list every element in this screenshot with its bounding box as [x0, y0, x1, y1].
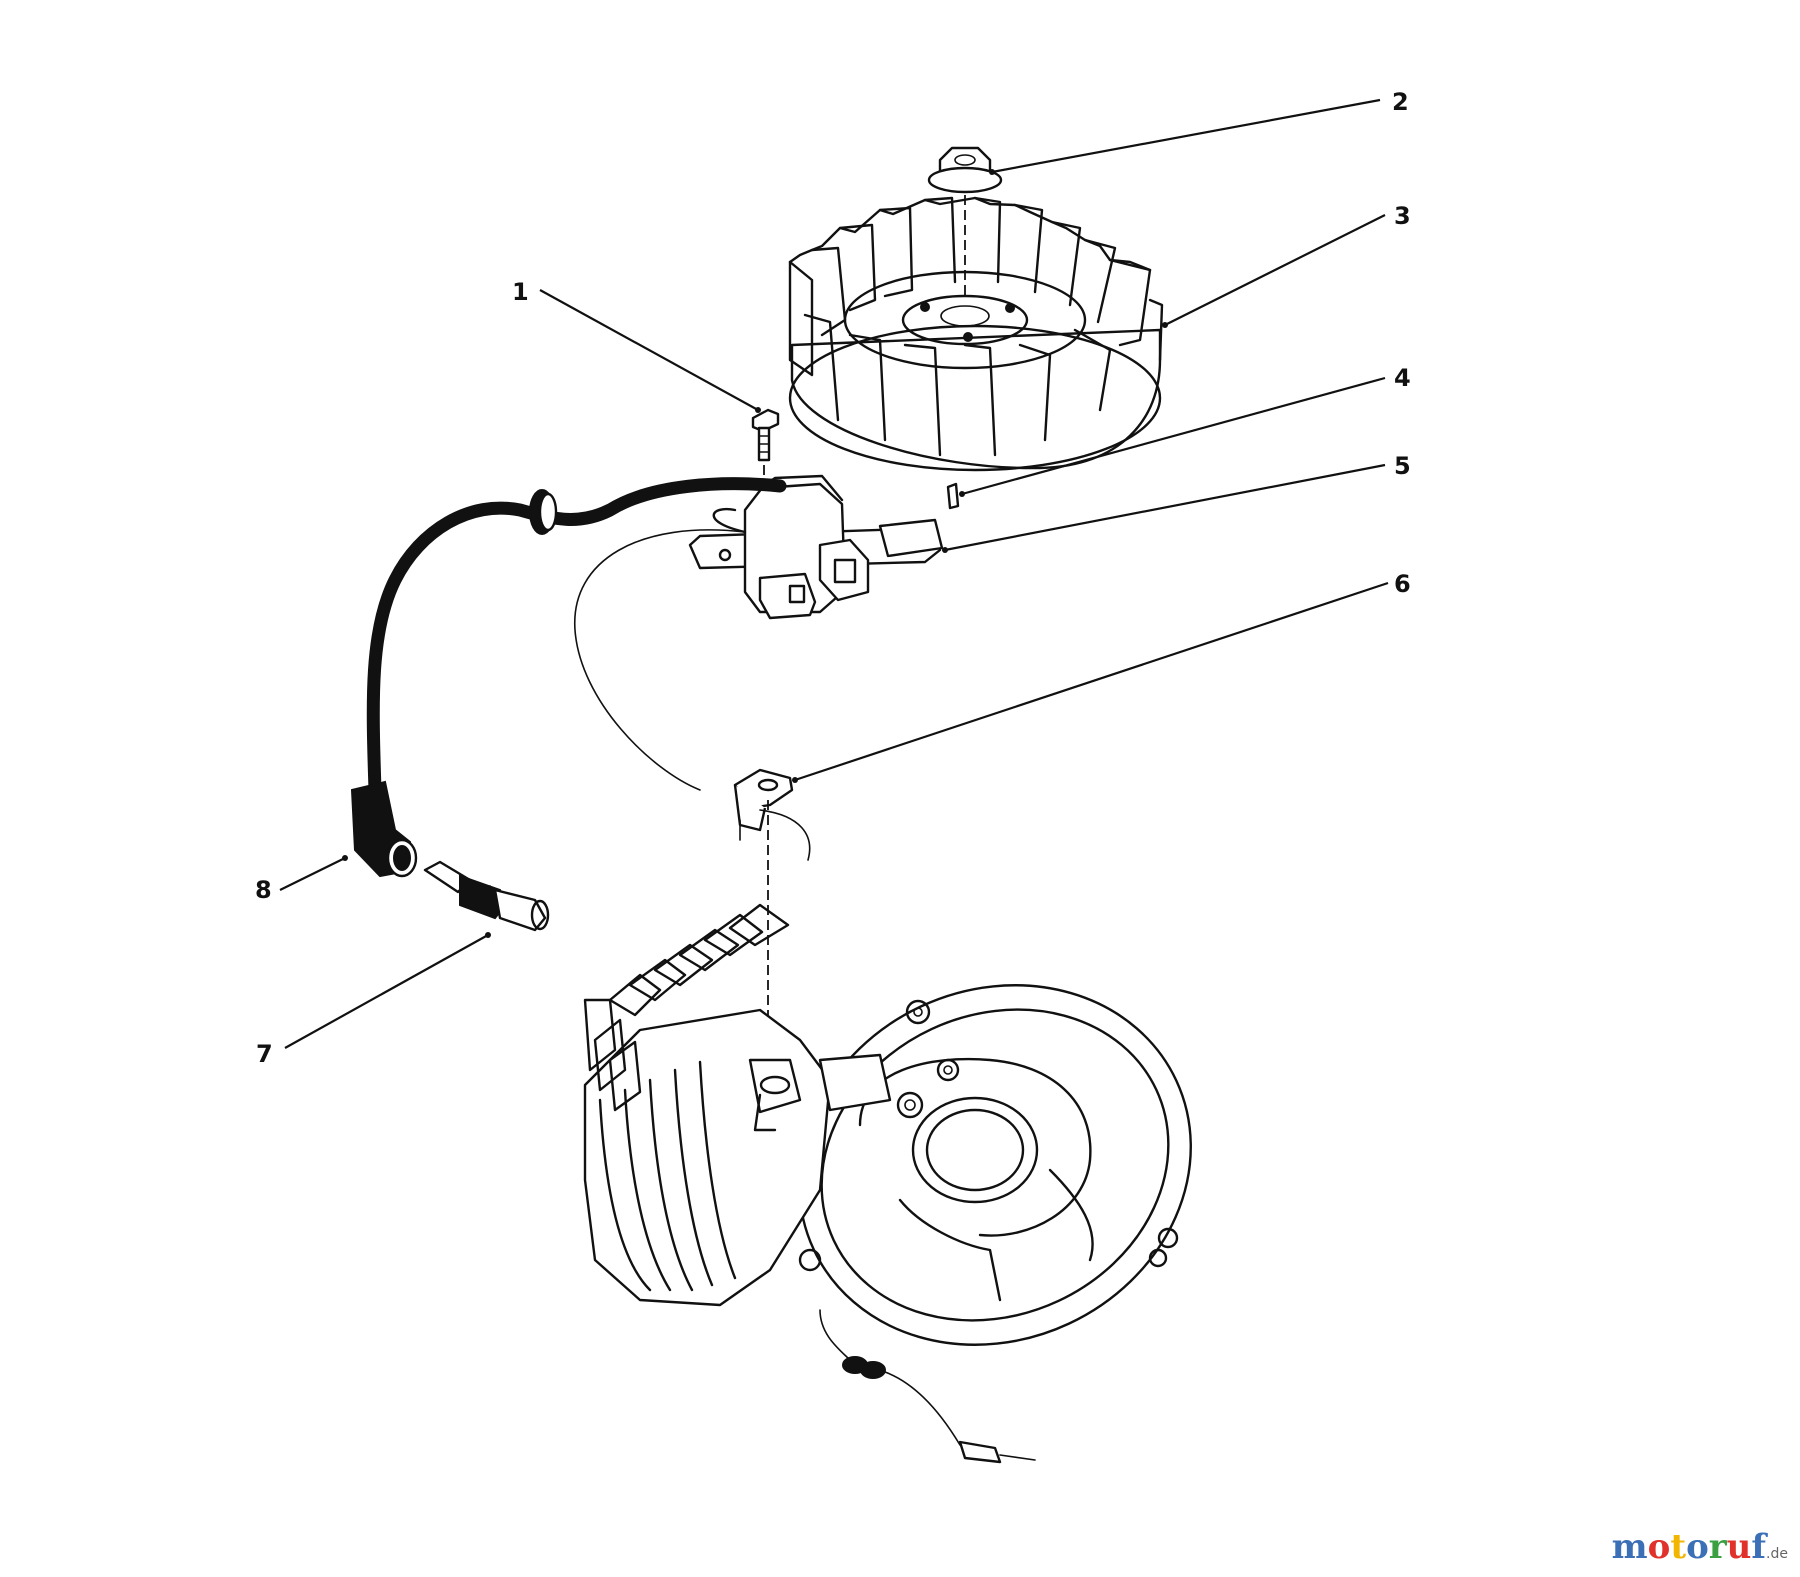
watermark-letter: m — [1611, 1527, 1648, 1567]
watermark-letter: t — [1670, 1527, 1687, 1567]
watermark-letter: o — [1686, 1527, 1709, 1567]
spark-plug-lead — [366, 477, 787, 797]
ground-wire — [574, 529, 746, 791]
callout-leaders — [279, 98, 1389, 1049]
callout-4: 4 — [1394, 364, 1411, 392]
mounting-bolt — [751, 408, 780, 580]
watermark-letter: o — [1647, 1527, 1671, 1567]
watermark-letter: f — [1751, 1527, 1767, 1567]
watermark-logo: motoruf.de — [1612, 1527, 1788, 1567]
callout-3: 3 — [1394, 202, 1411, 230]
callout-1: 1 — [512, 278, 529, 306]
watermark-suffix: .de — [1766, 1546, 1788, 1562]
spark-plug-boot — [350, 780, 418, 878]
spark-plug — [423, 860, 550, 932]
engine-block — [583, 903, 1192, 1464]
callout-7: 7 — [256, 1040, 273, 1068]
watermark-letter: u — [1726, 1527, 1752, 1567]
flywheel — [788, 196, 1164, 472]
watermark-text: motoruf — [1612, 1527, 1766, 1567]
watermark-letter: r — [1708, 1527, 1727, 1567]
callout-5: 5 — [1394, 452, 1411, 480]
callout-2: 2 — [1392, 88, 1409, 116]
callout-6: 6 — [1394, 570, 1411, 598]
callout-8: 8 — [255, 876, 272, 904]
flange-nut — [927, 146, 1003, 300]
flywheel-key — [946, 482, 960, 510]
ignition-coil — [688, 474, 944, 620]
